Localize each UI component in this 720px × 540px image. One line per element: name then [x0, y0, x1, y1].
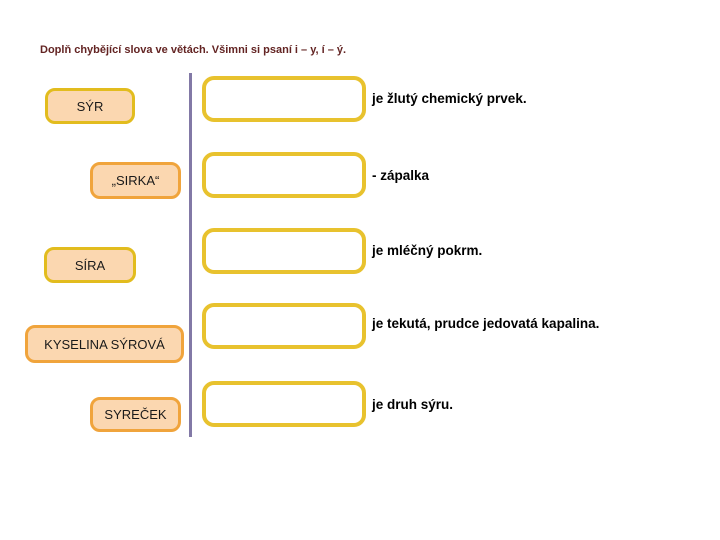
word-card-label: „SIRKA“ [111, 173, 160, 188]
word-card-label: KYSELINA SÝROVÁ [44, 336, 165, 352]
answer-blank-5[interactable] [202, 381, 366, 427]
word-card-label: SÍRA [74, 257, 106, 273]
word-card-label: SYREČEK [104, 407, 167, 422]
word-card-sirka[interactable]: „SIRKA“ [90, 162, 181, 199]
word-card-kyselina-syrova[interactable]: KYSELINA SÝROVÁ [25, 325, 184, 363]
divider-line [189, 73, 192, 437]
word-card-syrecek[interactable]: SYREČEK [90, 397, 181, 432]
word-card-label: SÝR [76, 98, 104, 114]
instruction-title: Doplň chybějící slova ve větách. Všimni … [40, 44, 347, 56]
sentence-text-1: je žlutý chemický prvek. [372, 91, 527, 106]
answer-blank-3[interactable] [202, 228, 366, 274]
answer-blank-4[interactable] [202, 303, 366, 349]
sentence-text-5: je druh sýru. [372, 397, 454, 412]
sentence-text-2: - zápalka [372, 168, 430, 183]
sentence-text-3: je mléčný pokrm. [372, 243, 483, 258]
word-card-sira[interactable]: SÍRA [44, 247, 136, 283]
sentence-text-4: je tekutá, prudce jedovatá kapalina. [372, 316, 600, 331]
answer-blank-2[interactable] [202, 152, 366, 198]
answer-blank-1[interactable] [202, 76, 366, 122]
word-card-syr[interactable]: SÝR [45, 88, 135, 124]
